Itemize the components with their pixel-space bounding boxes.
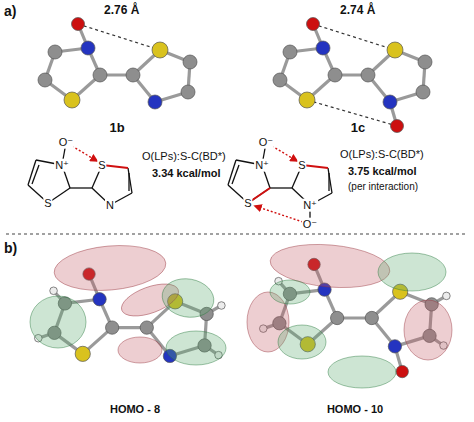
distance-label: 2.74 Å [340, 4, 375, 18]
atom-ball [38, 73, 52, 87]
atom-ball [48, 45, 62, 59]
molecule-models [34, 18, 450, 378]
compound-number: 1b [109, 121, 124, 136]
atom-label: N⁺ [254, 159, 270, 172]
energy-value: 3.75 kcal/mol [348, 165, 417, 178]
atom-ball [273, 73, 287, 87]
energy-value: 3.34 kcal/mol [152, 167, 221, 180]
atom-label: N⁺ [302, 199, 318, 212]
bond-line [328, 168, 332, 193]
separator-line [6, 233, 468, 234]
atom-ball [75, 346, 90, 361]
bond-line [328, 173, 329, 191]
atom-ball [93, 293, 106, 306]
atom-label: N [105, 199, 115, 212]
interaction-arrow [272, 146, 297, 161]
interaction-arrow [72, 146, 97, 161]
atom-ball [361, 68, 375, 82]
atom-ball [218, 302, 226, 310]
atom-label: S [297, 159, 306, 172]
bond-line [270, 187, 292, 188]
atom-ball [383, 95, 397, 109]
atom-ball [152, 42, 168, 58]
atom-ball [416, 85, 430, 99]
atom-ball [299, 92, 315, 108]
bond-line [70, 187, 92, 188]
atom-ball [283, 45, 297, 59]
distance-label: 2.76 Å [104, 4, 139, 18]
atom-label: S [243, 197, 252, 210]
orbital-lobe [166, 331, 226, 365]
atom-ball [140, 321, 153, 334]
atom-ball [81, 41, 95, 55]
atom-ball [443, 292, 451, 300]
atom-ball [365, 311, 378, 324]
interaction-label: O(LPs):S-C(BD*) [142, 150, 226, 163]
atom-ball [388, 340, 401, 353]
bond-line [128, 168, 132, 193]
structure-formulas [28, 143, 332, 224]
orbital-lobe [159, 275, 217, 321]
atom-ball [391, 120, 404, 133]
compound-number: 1c [351, 121, 365, 136]
interaction-label: O(LPs):S-C(BD*) [340, 148, 424, 161]
orbital-lobe [118, 337, 162, 363]
atom-ball [106, 321, 119, 334]
atom-ball [64, 92, 80, 108]
orbital-lobe [270, 280, 310, 304]
note-label: (per interaction) [348, 181, 418, 193]
orbital-lobe [378, 253, 446, 291]
bond-line [28, 160, 36, 185]
bond-line [228, 160, 236, 185]
atom-label: S [97, 159, 106, 172]
atom-ball [93, 68, 107, 82]
atom-ball [183, 55, 197, 69]
atom-label: O⁻ [58, 136, 74, 149]
orbital-lobe [404, 300, 452, 360]
atom-ball [72, 18, 85, 31]
atom-ball [126, 68, 140, 82]
orbital-lobe [30, 296, 86, 348]
atom-ball [328, 68, 342, 82]
orbital-label: HOMO - 8 [110, 403, 160, 416]
panel-letter: b) [4, 240, 17, 256]
atom-ball [331, 311, 344, 324]
orbital-label: HOMO - 10 [327, 403, 383, 416]
atom-ball [148, 95, 162, 109]
orbital-lobe [328, 356, 396, 388]
atom-ball [396, 365, 408, 377]
orbital-lobe [278, 325, 326, 359]
atom-label: O⁻ [258, 136, 274, 149]
atom-ball [316, 41, 330, 55]
bond-line [128, 173, 129, 191]
bond-line [232, 165, 239, 184]
orbital-lobes [30, 240, 452, 388]
atom-ball [418, 55, 432, 69]
panel-letter: a) [4, 3, 16, 19]
atom-label: N⁺ [54, 159, 70, 172]
atom-label: S [43, 197, 52, 210]
atom-ball [387, 42, 403, 58]
bond-line [32, 165, 39, 184]
atom-label: O⁻ [302, 218, 318, 231]
interaction-arrow [255, 206, 303, 222]
atom-ball [50, 287, 58, 295]
atom-ball [307, 18, 320, 31]
atom-ball [181, 85, 195, 99]
